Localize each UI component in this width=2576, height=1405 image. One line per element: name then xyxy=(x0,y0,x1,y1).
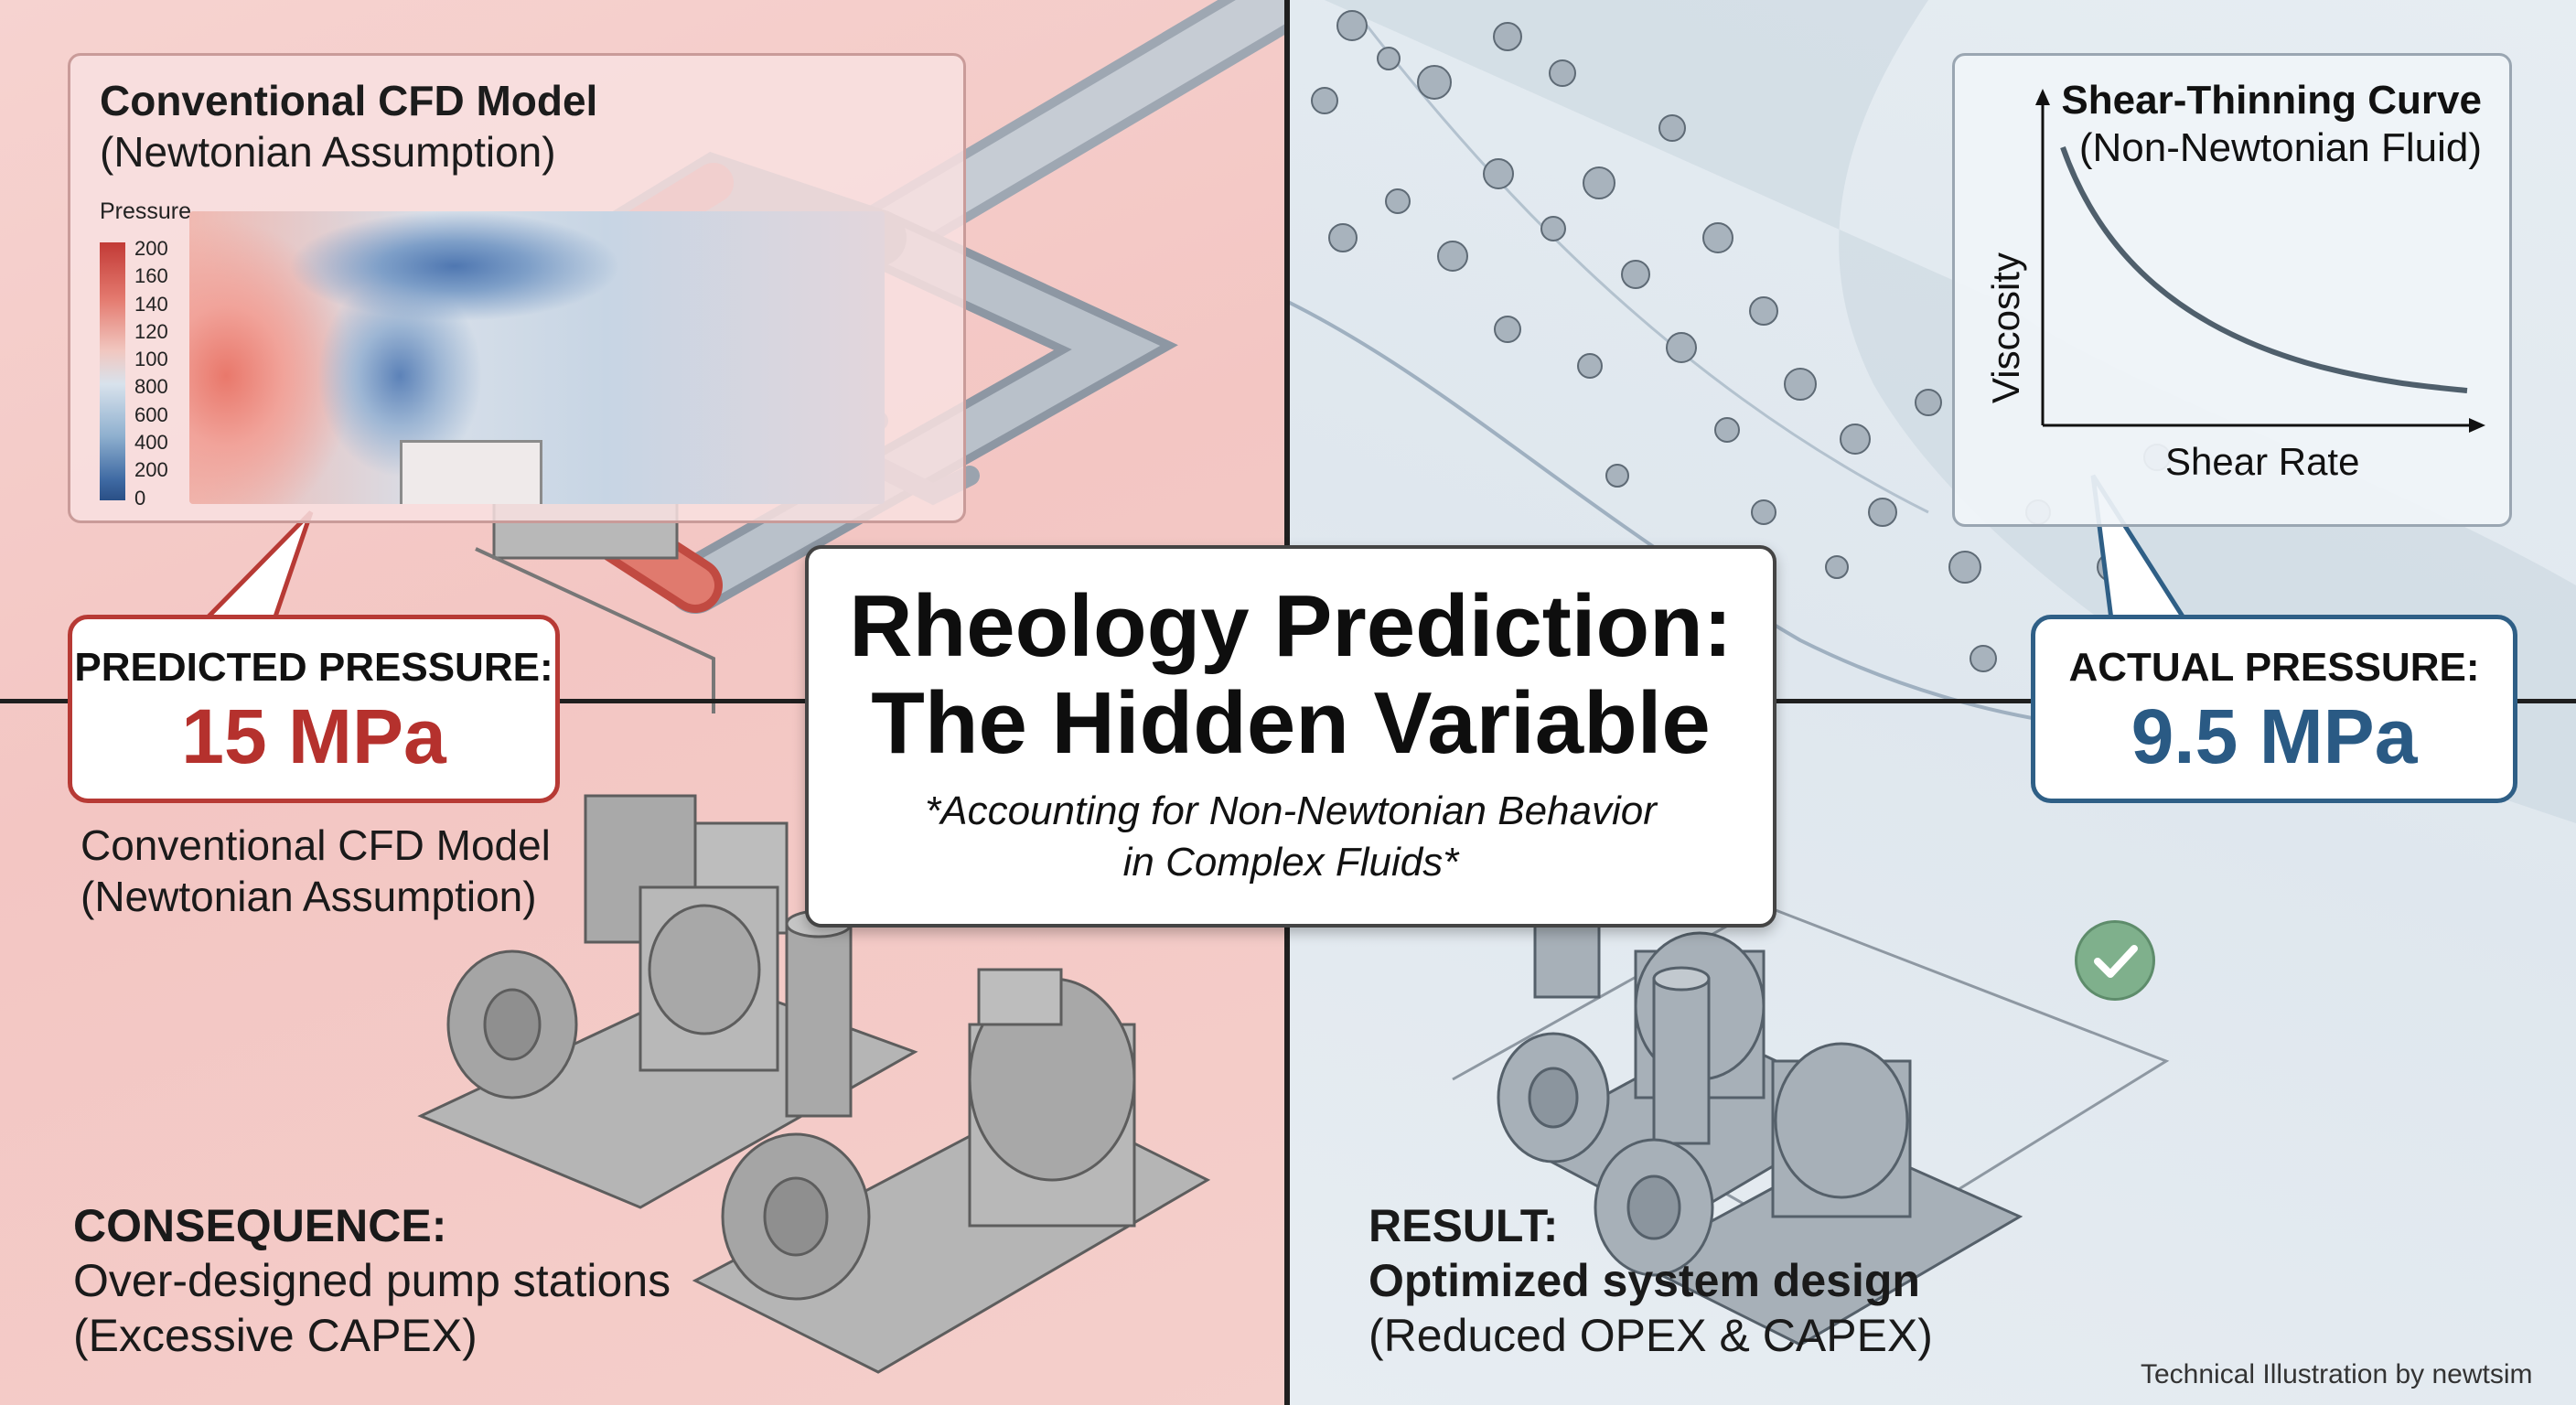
shear-thinning-card: Shear-Thinning Curve (Non-Newtonian Flui… xyxy=(1952,53,2512,527)
actual-pressure-callout: ACTUAL PRESSURE: 9.5 MPa xyxy=(2031,615,2517,803)
pressure-color-scale xyxy=(100,242,125,500)
legend-value: 160 xyxy=(134,264,168,288)
predicted-pressure-callout: PREDICTED PRESSURE: 15 MPa xyxy=(68,615,560,803)
predicted-pressure-label: PREDICTED PRESSURE: xyxy=(74,645,553,690)
legend-value: 200 xyxy=(134,237,168,260)
illustration-credit: Technical Illustration by newtsim xyxy=(2141,1359,2533,1389)
shear-card-subtitle: (Non-Newtonian Fluid) xyxy=(2078,125,2482,170)
legend-value: 400 xyxy=(134,431,168,455)
x-axis-label: Shear Rate xyxy=(2165,440,2360,483)
y-axis-arrow-icon xyxy=(2035,89,2050,105)
legend-value: 0 xyxy=(134,486,146,509)
pressure-legend-title: Pressure xyxy=(100,198,192,224)
legend-value: 800 xyxy=(134,375,168,399)
main-title-line1: Rheology Prediction: xyxy=(849,577,1733,675)
x-axis-arrow-icon xyxy=(2469,418,2485,433)
checkmark-icon xyxy=(2075,920,2155,1001)
main-title-card: Rheology Prediction: The Hidden Variable… xyxy=(805,545,1776,928)
contour-obstacle xyxy=(400,440,542,504)
optimized-pumps-illustration xyxy=(1452,474,2189,1346)
shear-card-title: Shear-Thinning Curve xyxy=(2061,78,2482,123)
left-caption: Conventional CFD Model (Newtonian Assump… xyxy=(80,820,551,922)
consequence-heading: CONSEQUENCE: xyxy=(73,1200,447,1251)
legend-value: 140 xyxy=(134,292,168,316)
y-axis-label: Viscosity xyxy=(1984,252,2027,403)
actual-pressure-label: ACTUAL PRESSURE: xyxy=(2068,645,2480,690)
left-caption-line1: Conventional CFD Model xyxy=(80,821,551,869)
main-subtitle-line1: *Accounting for Non-Newtonian Behavior xyxy=(925,788,1657,833)
legend-value: 600 xyxy=(134,402,168,426)
consequence-line1: Over-designed pump stations xyxy=(73,1255,671,1306)
predicted-pressure-value: 15 MPa xyxy=(181,693,446,779)
shear-thinning-chart xyxy=(2035,89,2485,433)
legend-value: 200 xyxy=(134,458,168,482)
pressure-contour-map xyxy=(189,211,885,504)
result-heading: RESULT: xyxy=(1368,1200,1559,1251)
legend-value: 120 xyxy=(134,319,168,343)
cfd-card-title: Conventional CFD Model xyxy=(100,77,598,124)
result-line1: Optimized system design xyxy=(1368,1255,1920,1306)
result-line2: (Reduced OPEX & CAPEX) xyxy=(1368,1310,1933,1361)
main-subtitle-line2: in Complex Fluids* xyxy=(1122,840,1459,885)
main-title-line2: The Hidden Variable xyxy=(871,674,1711,772)
legend-value: 100 xyxy=(134,348,168,371)
consequence-line2: (Excessive CAPEX) xyxy=(73,1310,478,1361)
cfd-card-subtitle: (Newtonian Assumption) xyxy=(100,128,556,176)
left-caption-line2: (Newtonian Assumption) xyxy=(80,873,537,920)
viscosity-curve xyxy=(2060,146,2468,393)
pressure-legend-values: 200 160 140 120 100 800 600 400 200 0 xyxy=(134,235,168,512)
actual-pressure-value: 9.5 MPa xyxy=(2131,693,2418,779)
consequence-block: CONSEQUENCE: Over-designed pump stations… xyxy=(73,1198,671,1363)
result-block: RESULT: Optimized system design (Reduced… xyxy=(1368,1198,1933,1363)
cfd-model-card: Conventional CFD Model (Newtonian Assump… xyxy=(68,53,966,523)
